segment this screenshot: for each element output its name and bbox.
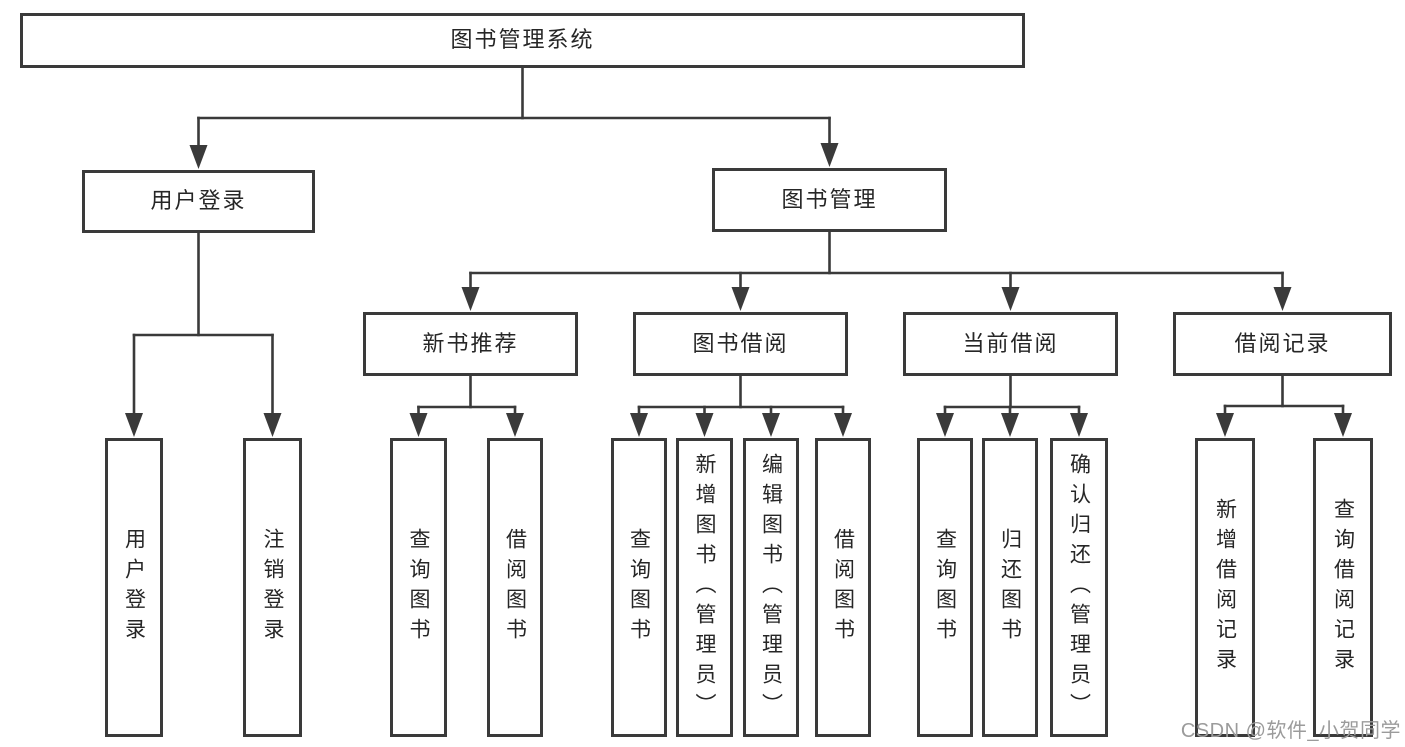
node-record-add: 新增借阅记录 [1195,438,1255,737]
node-borrow-query: 查询图书 [611,438,667,737]
arrowhead-icon [1334,413,1352,437]
node-label-login-action: 用户登录 [122,527,146,648]
arrowhead-icon [1001,287,1020,311]
node-user-login: 用户登录 [82,170,315,233]
arrowhead-icon [189,145,208,169]
node-label-borrow-borrow: 借阅图书 [831,527,855,648]
node-label-borrow-query: 查询图书 [627,527,651,648]
watermark: CSDN @软件_小贺同学 [1180,720,1401,742]
arrowhead-icon [731,287,750,311]
node-label-newbook-borrow: 借阅图书 [503,527,527,648]
arrowhead-icon [461,287,480,311]
arrowhead-icon [506,413,524,437]
node-newbook-query: 查询图书 [390,438,447,737]
arrowhead-icon [834,413,852,437]
arrowhead-icon [630,413,648,437]
node-label-borrow-edit-admin: 编辑图书（管理员） [759,452,783,723]
arrowhead-icon [1070,413,1088,437]
node-label-book-mgmt: 图书管理 [781,186,878,212]
node-label-current-query: 查询图书 [933,527,957,648]
node-book-borrow: 图书借阅 [633,312,848,376]
arrowhead-icon [820,143,839,167]
node-new-book-rec: 新书推荐 [363,312,578,376]
node-label-newbook-query: 查询图书 [407,527,430,648]
node-current-return: 归还图书 [982,438,1038,737]
node-label-logout-action: 注销登录 [261,527,284,648]
node-book-mgmt: 图书管理 [712,168,947,232]
node-borrow-add-admin: 新增图书（管理员） [676,438,733,737]
node-current-borrow: 当前借阅 [903,312,1118,376]
node-root: 图书管理系统 [20,13,1025,68]
arrowhead-icon [762,413,780,437]
node-logout-action: 注销登录 [243,438,302,737]
node-label-borrow-add-admin: 新增图书（管理员） [693,452,716,723]
node-label-user-login: 用户登录 [150,188,247,214]
node-record-query: 查询借阅记录 [1313,438,1373,737]
arrowhead-icon [695,413,714,437]
arrowhead-icon [125,413,143,437]
node-borrow-borrow: 借阅图书 [815,438,871,737]
node-label-current-confirm-admin: 确认归还（管理员） [1067,452,1091,723]
node-label-borrow-record: 借阅记录 [1234,330,1331,356]
arrowhead-icon [263,413,282,437]
arrowhead-icon [1001,413,1019,437]
node-current-confirm-admin: 确认归还（管理员） [1050,438,1108,737]
node-label-root: 图书管理系统 [450,27,595,53]
node-current-query: 查询图书 [917,438,973,737]
node-label-current-borrow: 当前借阅 [962,330,1059,356]
node-label-record-query: 查询借阅记录 [1331,497,1355,678]
arrowhead-icon [1273,287,1292,311]
arrowhead-icon [936,413,954,437]
node-label-book-borrow: 图书借阅 [692,330,789,356]
node-newbook-borrow: 借阅图书 [487,438,543,737]
node-label-record-add: 新增借阅记录 [1213,497,1237,678]
arrowhead-icon [1216,413,1234,437]
node-login-action: 用户登录 [105,438,163,737]
node-borrow-record: 借阅记录 [1173,312,1392,376]
node-label-new-book-rec: 新书推荐 [422,330,519,356]
node-label-current-return: 归还图书 [998,527,1022,648]
node-borrow-edit-admin: 编辑图书（管理员） [743,438,799,737]
arrowhead-icon [409,413,428,437]
